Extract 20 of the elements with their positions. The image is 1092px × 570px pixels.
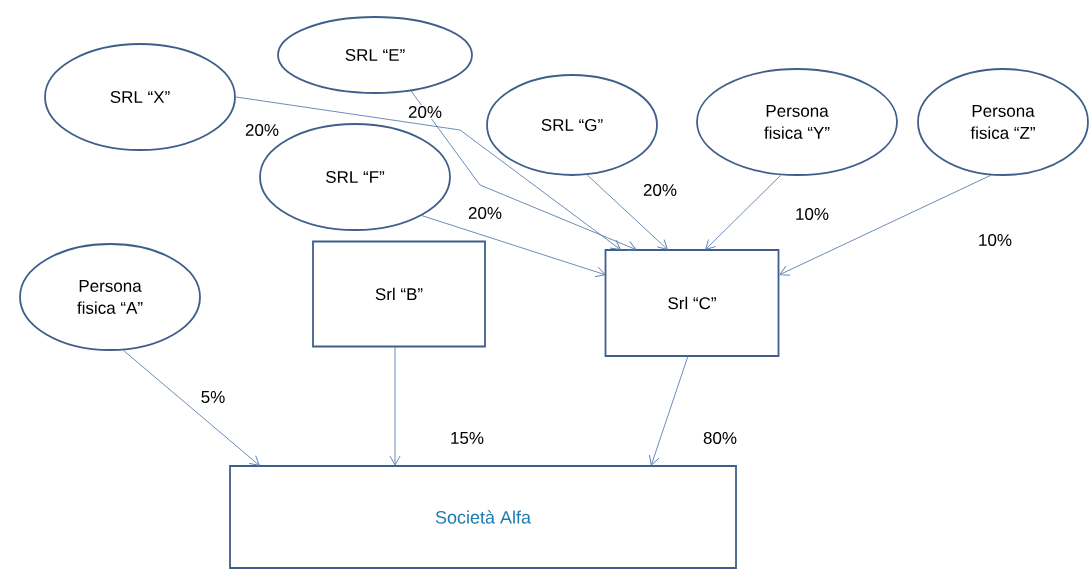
arrow [586, 174, 668, 250]
company-box: Srl “C” [604, 249, 780, 357]
arrow [705, 174, 782, 250]
arrow [410, 90, 637, 252]
edge-label: 10% [794, 206, 830, 221]
edge-label: 20% [407, 104, 443, 119]
arrow [122, 349, 260, 466]
arrow [779, 174, 992, 276]
arrow [235, 96, 621, 250]
edge-label: 80% [702, 430, 738, 445]
edge-label: 20% [467, 205, 503, 220]
edge-label: 20% [642, 182, 678, 197]
company-box: Società Alfa [229, 465, 737, 569]
edge-label: 10% [977, 232, 1013, 247]
company-box: Srl “B” [312, 240, 486, 348]
arrow [421, 215, 606, 278]
arrow [648, 355, 689, 466]
edge-label: 5% [199, 390, 227, 404]
edge-label: 15% [449, 431, 485, 445]
arrow [389, 346, 401, 466]
